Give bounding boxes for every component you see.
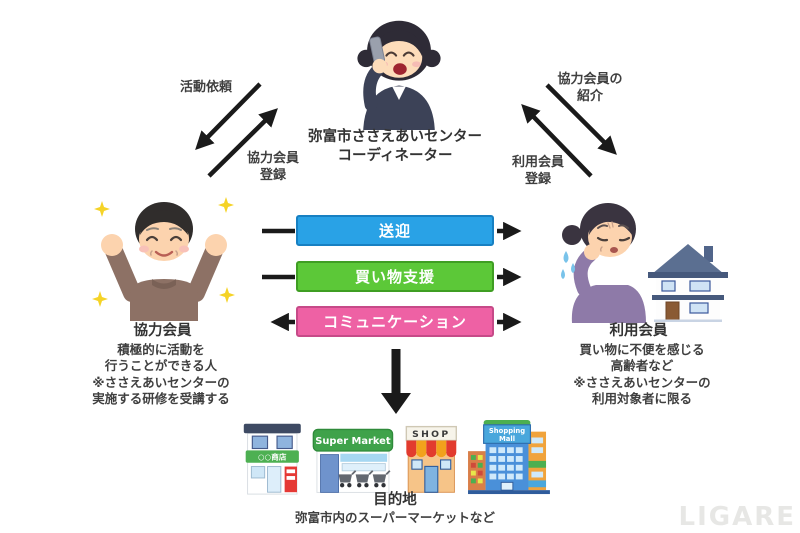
svg-text:Mall: Mall (499, 435, 515, 443)
supporter-registration-line1: 協力会員 (246, 151, 299, 166)
supermarket-icon: Super Market (312, 428, 393, 493)
coordinator-label-line1: 弥富市ささえあいセンター (308, 129, 482, 145)
service-bar-shopping-support: 買い物支援 (296, 261, 494, 292)
user-registration-line1: 利用会員 (511, 155, 564, 170)
user-desc-line2: 高齢者など (610, 358, 674, 374)
supporter-desc-line4: 実施する研修を受講する (92, 390, 230, 406)
ligare-watermark: LIGARE (678, 502, 796, 532)
coordinator-phone-woman-icon (357, 20, 441, 130)
striped-awning (406, 440, 457, 458)
service-bar-transport: 送迎 (296, 215, 494, 246)
arrow-supporter-registration (207, 108, 278, 178)
supporter-desc-line1: 積極的に活動を (117, 342, 205, 357)
shopping-cart-icon (338, 470, 391, 488)
user-description: 買い物に不便を感じる 高齢者など ※ささえあいセンターの 利用対象者に限る (552, 342, 732, 407)
service-bar-communication: コミュニケーション (296, 306, 494, 337)
supporter-introduction-line2: 紹介 (576, 88, 603, 104)
supporter-desc-line3: ※ささえあいセンターの (92, 374, 230, 390)
user-registration-label: 利用会員 登録 (498, 155, 578, 188)
arrow-activity-request (195, 82, 262, 150)
sweat-drop-icon (561, 251, 575, 279)
coordinator-label-line2: コーディネーター (337, 147, 453, 164)
svg-text:○○商店: ○○商店 (258, 451, 287, 461)
svg-text:Shopping: Shopping (489, 427, 525, 435)
supporter-registration-line2: 登録 (259, 167, 286, 183)
coordinator-label: 弥富市ささえあいセンター コーディネーター (270, 128, 520, 165)
user-desc-line3: ※ささえあいセンターの (573, 374, 711, 390)
store-icon: ○○商店 (243, 423, 301, 495)
shopping-mall-icon: Shopping Mall (468, 419, 550, 495)
destination-shops: ○○商店 Super Market (242, 418, 552, 496)
supporter-description: 積極的に活動を 行うことができる人 ※ささえあいセンターの 実施する研修を受講す… (70, 342, 252, 407)
arrow-user-registration (521, 104, 593, 178)
supporter-registration-label: 協力会員 登録 (231, 151, 315, 184)
user-desc-line1: 買い物に不便を感じる (579, 342, 705, 357)
sparkle-icon (92, 197, 235, 307)
shop-icon: SHOP (406, 425, 458, 493)
destination-subtitle: 弥富市内のスーパーマーケットなど (295, 510, 495, 525)
arrow-supporter-introduction (545, 83, 617, 155)
supporter-title: 協力会員 (133, 323, 192, 339)
svg-text:SHOP: SHOP (413, 429, 451, 440)
supporter-desc-line2: 行うことができる人 (104, 358, 218, 374)
activity-request-label: 活動依頼 (179, 80, 232, 95)
house-icon (648, 244, 728, 322)
user-title: 利用会員 (609, 323, 668, 339)
user-desc-line4: 利用対象者に限る (591, 390, 692, 406)
supporter-introduction-label: 協力会員の 紹介 (540, 72, 640, 105)
supporter-cheering-man-icon (92, 197, 235, 321)
destination-title: 目的地 (373, 492, 417, 508)
supporter-introduction-line1: 協力会員の (557, 72, 623, 87)
arrow-to-destination (381, 349, 411, 414)
user-worried-woman-icon (561, 203, 646, 323)
svg-text:Super Market: Super Market (315, 436, 391, 447)
user-registration-line2: 登録 (524, 171, 551, 187)
